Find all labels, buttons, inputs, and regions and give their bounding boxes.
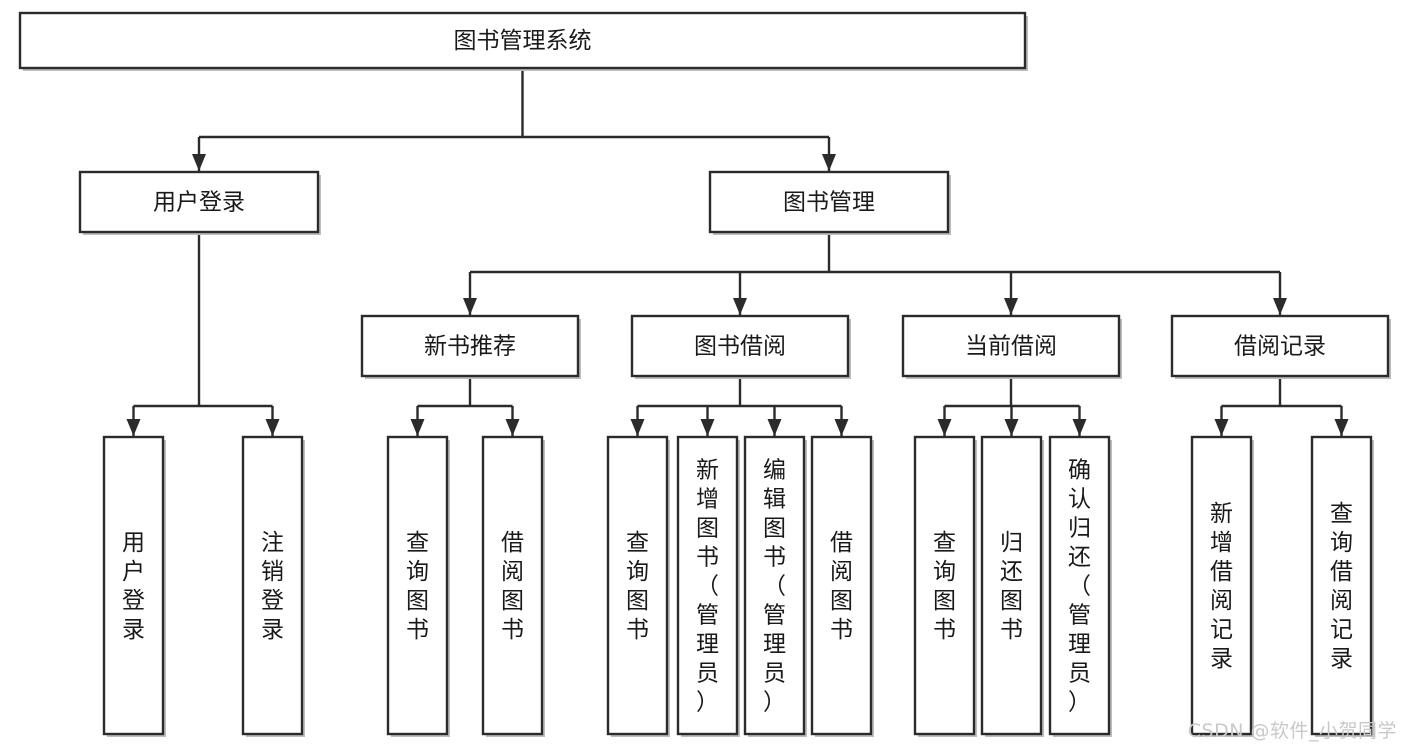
node-label: 编辑图书（管理员）	[763, 458, 786, 716]
node-leaf-query-record[interactable]: 查询借阅记录	[1310, 435, 1374, 737]
node-label: 查询图书	[933, 530, 956, 643]
node-leaf-logout[interactable]: 注销登录	[241, 435, 305, 737]
arrow-head-icon	[834, 419, 849, 436]
node-label: 图书借阅	[694, 334, 786, 360]
node-label: 新增借阅记录	[1210, 501, 1233, 672]
node-user-login[interactable]: 用户登录	[78, 170, 321, 235]
node-borrow-record[interactable]: 借阅记录	[1170, 314, 1391, 379]
arrow-head-icon	[505, 419, 520, 436]
nodes-layer: 图书管理系统用户登录图书管理新书推荐图书借阅当前借阅借阅记录用户登录注销登录查询…	[18, 11, 1391, 737]
node-leaf-edit-book[interactable]: 编辑图书（管理员）	[743, 435, 807, 737]
arrow-head-icon	[192, 154, 206, 171]
arrow-head-icon	[1214, 419, 1229, 436]
arrow-head-icon	[410, 419, 425, 436]
node-leaf-add-record[interactable]: 新增借阅记录	[1190, 435, 1254, 737]
node-label: 借阅记录	[1234, 334, 1326, 360]
arrow-head-icon	[126, 419, 141, 436]
node-new-book-rec[interactable]: 新书推荐	[360, 314, 581, 379]
arrow-head-icon	[822, 154, 836, 171]
arrow-head-icon	[1004, 298, 1018, 315]
arrow-head-icon	[630, 419, 645, 436]
node-label: 确认归还（管理员）	[1068, 458, 1091, 716]
arrow-head-icon	[1004, 419, 1019, 436]
node-label: 新增图书（管理员）	[696, 458, 719, 716]
node-leaf-query-book-2[interactable]: 查询图书	[606, 435, 670, 737]
node-leaf-confirm-return[interactable]: 确认归还（管理员）	[1048, 435, 1112, 737]
arrow-head-icon	[767, 419, 782, 436]
node-label: 查询借阅记录	[1330, 501, 1353, 672]
node-leaf-query-book-3[interactable]: 查询图书	[913, 435, 977, 737]
node-label: 借阅图书	[830, 530, 853, 643]
node-label: 图书管理系统	[454, 28, 592, 54]
node-label: 查询图书	[626, 530, 649, 643]
arrow-head-icon	[1072, 419, 1087, 436]
node-leaf-query-book-1[interactable]: 查询图书	[386, 435, 450, 737]
node-label: 借阅图书	[501, 530, 524, 643]
node-label: 用户登录	[122, 530, 145, 643]
node-label: 新书推荐	[424, 334, 516, 360]
arrow-head-icon	[733, 298, 747, 315]
arrow-head-icon	[937, 419, 952, 436]
node-book-manage[interactable]: 图书管理	[708, 170, 951, 235]
node-leaf-return-book[interactable]: 归还图书	[980, 435, 1044, 737]
node-label: 当前借阅	[965, 334, 1057, 360]
node-leaf-user-login[interactable]: 用户登录	[102, 435, 166, 737]
arrow-head-icon	[265, 419, 280, 436]
node-current-borrow[interactable]: 当前借阅	[901, 314, 1122, 379]
node-label: 用户登录	[153, 190, 245, 216]
arrow-head-icon	[1273, 298, 1287, 315]
arrow-head-icon	[700, 419, 715, 436]
node-label: 查询图书	[406, 530, 429, 643]
node-label: 图书管理	[783, 190, 875, 216]
node-book-borrow[interactable]: 图书借阅	[630, 314, 851, 379]
edges-layer	[126, 68, 1349, 436]
node-leaf-add-book[interactable]: 新增图书（管理员）	[676, 435, 740, 737]
node-leaf-borrow-book-2[interactable]: 借阅图书	[810, 435, 874, 737]
node-leaf-borrow-book-1[interactable]: 借阅图书	[481, 435, 545, 737]
node-label: 注销登录	[261, 530, 284, 643]
node-label: 归还图书	[1000, 530, 1023, 643]
watermark-label: CSDN @软件_小贺同学	[1187, 720, 1397, 742]
arrow-head-icon	[1334, 419, 1349, 436]
arrow-head-icon	[463, 298, 477, 315]
node-root[interactable]: 图书管理系统	[18, 11, 1028, 71]
